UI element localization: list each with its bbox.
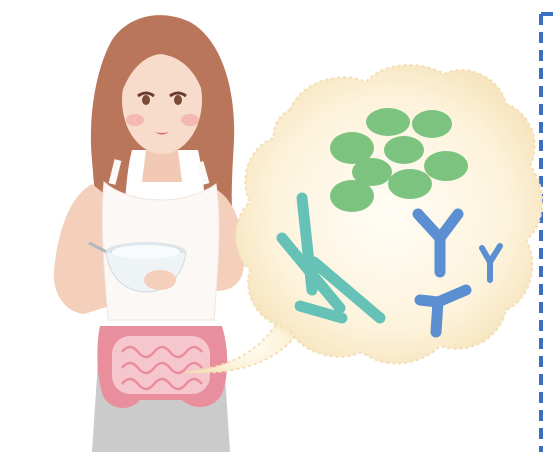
woman-illustration: [54, 15, 244, 452]
intestine-icon: [97, 326, 227, 408]
dashed-divider: [541, 14, 553, 452]
